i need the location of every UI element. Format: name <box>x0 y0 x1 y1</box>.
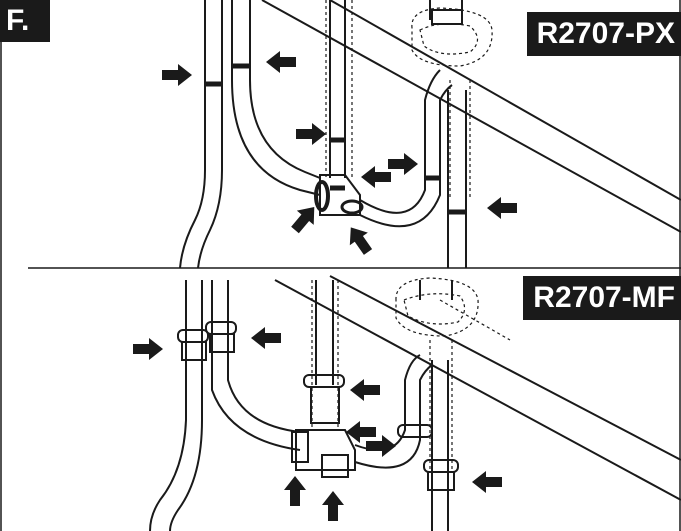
arrow-icon <box>341 221 378 259</box>
panel-bottom-hidden-lines <box>311 277 511 470</box>
panel-top-hidden-lines <box>325 0 493 200</box>
panel-top-drawing <box>179 0 681 269</box>
arrow-icon <box>361 166 391 188</box>
arrow-icon <box>366 435 396 457</box>
arrow-icon <box>251 327 281 349</box>
arrow-icon <box>322 491 344 521</box>
model-label-bottom: R2707-MF <box>523 276 681 320</box>
arrow-icon <box>133 338 163 360</box>
step-label: F. <box>0 0 50 42</box>
arrow-icon <box>296 123 326 145</box>
model-label-top: R2707-PX <box>526 12 681 56</box>
panel-bottom-drawing <box>149 275 681 531</box>
arrow-icon <box>266 51 296 73</box>
arrow-icon <box>472 471 502 493</box>
arrow-icon <box>162 64 192 86</box>
arrow-icon <box>487 197 517 219</box>
arrow-icon <box>284 476 306 506</box>
arrow-icon <box>350 379 380 401</box>
arrow-icon <box>388 153 418 175</box>
